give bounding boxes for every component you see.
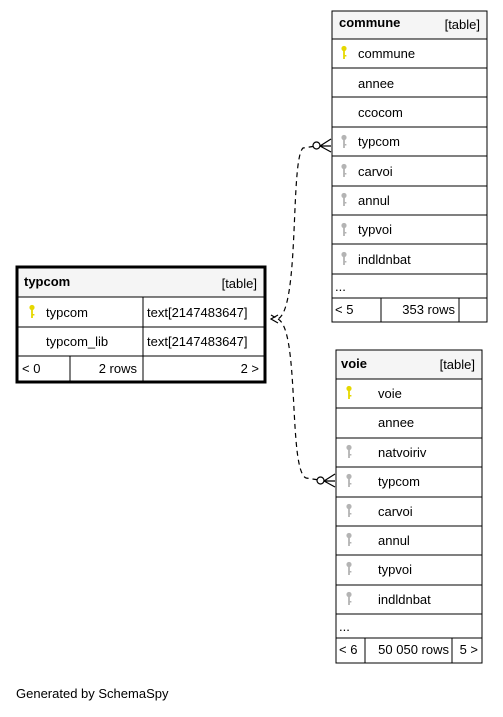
- column-name[interactable]: typcom: [378, 474, 420, 489]
- foreign-key-icon: [346, 591, 352, 605]
- table-voie-header-bg: [336, 350, 482, 379]
- primary-key-icon: [341, 45, 347, 59]
- foreign-key-icon: [346, 473, 352, 487]
- foreign-key-icon: [346, 561, 352, 575]
- footer-row-count: 353 rows: [402, 302, 455, 317]
- column-name[interactable]: typcom: [358, 134, 400, 149]
- generated-by-text: Generated by SchemaSpy: [16, 686, 169, 701]
- optional-marker-voie: [316, 476, 325, 485]
- parent-marker-typcom: [269, 314, 279, 324]
- relationship-commune-typcom: [270, 145, 317, 320]
- crowfoot-voie: [323, 473, 336, 488]
- table-commune-header-bg: [332, 11, 487, 39]
- column-name[interactable]: natvoiriv: [378, 445, 427, 460]
- footer-children[interactable]: < 0: [22, 361, 40, 376]
- column-name[interactable]: typvoi: [378, 562, 412, 577]
- column-name[interactable]: commune: [358, 46, 415, 61]
- column-name[interactable]: annee: [378, 415, 414, 430]
- table-commune[interactable]: commune [table] commune annee ccocom typ…: [331, 10, 488, 323]
- footer-parents[interactable]: 5 >: [460, 642, 478, 657]
- column-name[interactable]: indldnbat: [358, 252, 411, 267]
- column-name[interactable]: ccocom: [358, 105, 403, 120]
- footer-row-count: 2 rows: [99, 361, 138, 376]
- more-columns: ...: [339, 619, 350, 634]
- column-name[interactable]: voie: [378, 386, 402, 401]
- column-name[interactable]: carvoi: [358, 164, 393, 179]
- column-name[interactable]: annul: [358, 193, 390, 208]
- column-name[interactable]: annee: [358, 76, 394, 91]
- column-type: text[2147483647]: [147, 334, 247, 349]
- column-type: text[2147483647]: [147, 305, 247, 320]
- primary-key-icon: [346, 385, 352, 399]
- table-voie[interactable]: voie [table] voie annee natvoiriv typcom…: [335, 349, 483, 664]
- foreign-key-icon: [341, 222, 347, 236]
- column-name[interactable]: annul: [378, 533, 410, 548]
- optional-marker-commune: [312, 141, 321, 150]
- foreign-key-icon: [341, 192, 347, 206]
- table-kind: [table]: [222, 276, 257, 291]
- footer-children[interactable]: < 6: [339, 642, 357, 657]
- table-kind: [table]: [440, 357, 475, 372]
- table-typcom-frame: [15, 265, 267, 384]
- table-kind: [table]: [445, 17, 480, 32]
- primary-key-icon: [29, 304, 35, 318]
- crowfoot-commune: [319, 138, 332, 153]
- table-voie-frame: [335, 349, 483, 664]
- column-name[interactable]: typvoi: [358, 222, 392, 237]
- column-name[interactable]: typcom_lib: [46, 334, 108, 349]
- footer-row-count: 50 050 rows: [378, 642, 449, 657]
- column-name[interactable]: typcom: [46, 305, 88, 320]
- table-title[interactable]: voie: [341, 356, 367, 371]
- foreign-key-icon: [341, 251, 347, 265]
- table-title[interactable]: commune: [339, 15, 400, 30]
- footer-children[interactable]: < 5: [335, 302, 353, 317]
- more-columns: ...: [335, 279, 346, 294]
- relationship-voie-typcom: [277, 318, 320, 481]
- table-title[interactable]: typcom: [24, 274, 70, 289]
- foreign-key-icon: [346, 503, 352, 517]
- relationship-lines: [269, 138, 336, 488]
- foreign-key-icon: [341, 134, 347, 148]
- footer-parents[interactable]: 2 >: [241, 361, 259, 376]
- column-name[interactable]: carvoi: [378, 504, 413, 519]
- table-typcom-header-bg: [18, 268, 264, 297]
- table-commune-frame: [331, 10, 488, 323]
- foreign-key-icon: [341, 163, 347, 177]
- table-typcom[interactable]: typcom [table] typcom text[2147483647] t…: [15, 265, 267, 384]
- foreign-key-icon: [346, 444, 352, 458]
- column-name[interactable]: indldnbat: [378, 592, 431, 607]
- foreign-key-icon: [346, 532, 352, 546]
